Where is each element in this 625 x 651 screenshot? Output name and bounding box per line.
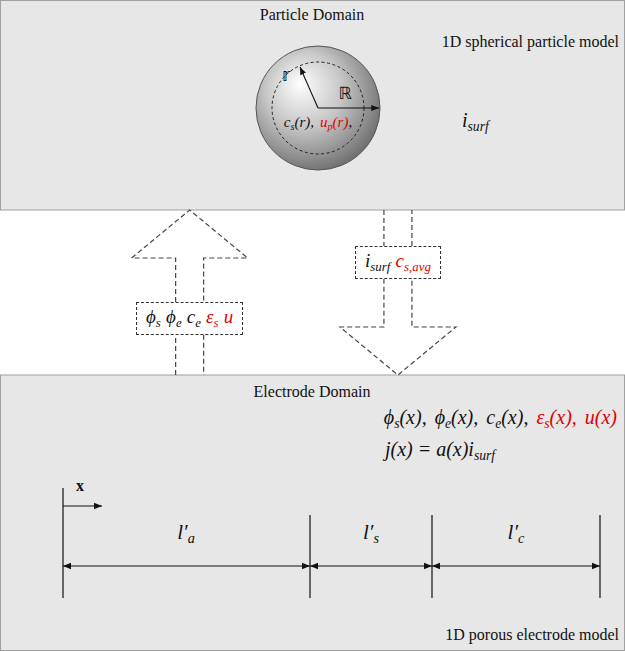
transfer-arrow bbox=[340, 279, 456, 375]
length-label-line: l′c bbox=[508, 522, 525, 546]
radius-symbol-line: ℝ bbox=[338, 85, 351, 102]
length-label: c bbox=[518, 530, 524, 546]
coupling-variables: e bbox=[195, 315, 201, 330]
coupling-variables: c bbox=[187, 306, 195, 327]
field-variables-line: ϕs(x),ϕe(x),ce(x),εs(x),u(x) bbox=[384, 407, 617, 431]
domain-panel-ground bbox=[1, 375, 625, 651]
particle-variables: s bbox=[290, 121, 294, 132]
field-variables: e bbox=[445, 416, 451, 431]
radius-arrow bbox=[300, 67, 318, 108]
transfer-arrow bbox=[132, 210, 248, 302]
domain-title: Electrode Domain bbox=[254, 383, 371, 400]
boundary-line bbox=[309, 515, 310, 598]
coupling-variables: i bbox=[365, 250, 370, 271]
particle-variables: (r) bbox=[333, 114, 349, 130]
coupling-variables: u bbox=[224, 306, 234, 327]
length-label-line: l′a bbox=[177, 522, 195, 546]
radius-symbol: 𝕣 bbox=[282, 65, 290, 85]
field-variables: (x), bbox=[451, 406, 478, 428]
flux-symbol-line: isurf bbox=[462, 110, 489, 134]
model-label-line: 1D porous electrode model bbox=[445, 627, 619, 643]
field-variables: (x), bbox=[501, 406, 528, 428]
coupling-variables: c bbox=[396, 250, 404, 271]
model-label: 1D spherical particle model bbox=[442, 33, 619, 50]
coupling-variables: ϕ bbox=[146, 306, 156, 327]
field-variables: ϕ bbox=[435, 406, 445, 428]
flux-equation: surf bbox=[474, 448, 495, 463]
field-variables: u(x) bbox=[585, 406, 617, 428]
dimension-line bbox=[310, 565, 432, 566]
transfer-arrow bbox=[384, 210, 412, 246]
coupling-variables-line: ϕsϕeceεsu bbox=[146, 307, 233, 330]
flux-equation: j(x) = a(x)i bbox=[385, 438, 474, 460]
field-variables: (x), bbox=[399, 406, 426, 428]
length-label: s bbox=[373, 530, 379, 546]
dimension-line bbox=[63, 565, 310, 566]
domain-panel: Particle Domain 1D spherical particle mod… bbox=[0, 0, 625, 210]
length-label: l′ bbox=[177, 520, 187, 544]
domain-panel-ground bbox=[1, 1, 625, 211]
particle-drawing bbox=[255, 45, 381, 171]
radius-symbol: ℝ bbox=[338, 83, 351, 103]
particle-variables: p bbox=[328, 121, 333, 132]
particle-variables: c bbox=[284, 114, 291, 130]
boundary-line bbox=[62, 488, 63, 598]
model-label: 1D porous electrode model bbox=[445, 626, 619, 643]
coupling-variables: s bbox=[214, 315, 219, 330]
radius-arrow bbox=[318, 107, 379, 108]
field-variables: ε bbox=[536, 406, 544, 428]
particle-variables-line: cs(r),up(r), bbox=[284, 115, 352, 132]
transfer-box: isurfcs,avg bbox=[355, 246, 441, 279]
field-variables: c bbox=[486, 406, 495, 428]
field-variables: s bbox=[544, 416, 549, 431]
domain-title-line: Electrode Domain bbox=[254, 384, 371, 400]
domain-panel: Electrode Domainϕs(x),ϕe(x),ce(x),εs(x),… bbox=[0, 375, 625, 651]
boundary-line bbox=[431, 515, 432, 598]
flux-equation-line: j(x) = a(x)isurf bbox=[385, 439, 495, 463]
particle-variables: (r), bbox=[294, 114, 314, 130]
model-label-line: 1D spherical particle model bbox=[442, 34, 619, 50]
radius-symbol-line: 𝕣 bbox=[282, 67, 290, 84]
transfer-arrow bbox=[176, 335, 204, 375]
length-label: l′ bbox=[363, 520, 373, 544]
coupling-variables-line: isurfcs,avg bbox=[365, 251, 431, 274]
particle-variables: , bbox=[348, 114, 352, 130]
field-variables: (x), bbox=[550, 406, 577, 428]
flux-symbol: i bbox=[462, 109, 468, 131]
electrode-dimensions bbox=[63, 488, 600, 598]
particle-circle: 𝕣ℝcs(r),up(r), bbox=[255, 45, 381, 171]
field-variables: s bbox=[394, 416, 399, 431]
domain-title: Particle Domain bbox=[260, 6, 364, 23]
field-variables: ϕ bbox=[384, 406, 394, 428]
coupling-variables: e bbox=[176, 315, 182, 330]
particle-variables: u bbox=[320, 114, 328, 130]
boundary-line bbox=[599, 515, 600, 598]
coupling-variables: s bbox=[156, 315, 161, 330]
axis-arrow bbox=[63, 505, 102, 506]
coupling-variables: surf bbox=[370, 259, 390, 274]
dimension-line bbox=[432, 565, 600, 566]
length-label-line: l′s bbox=[363, 522, 379, 546]
coupling-variables: s,avg bbox=[404, 259, 431, 274]
axis-label-line: x bbox=[76, 478, 84, 494]
length-label: a bbox=[188, 530, 195, 546]
axis-label: x bbox=[76, 477, 84, 494]
coupling-variables: ϕ bbox=[166, 306, 176, 327]
length-label: l′ bbox=[508, 520, 518, 544]
coupling-variables: ε bbox=[206, 306, 214, 327]
particle-sphere bbox=[256, 46, 380, 170]
flux-symbol: surf bbox=[468, 119, 489, 134]
field-variables: e bbox=[495, 416, 501, 431]
domain-title-line: Particle Domain bbox=[260, 7, 364, 23]
transfer-box: ϕsϕeceεsu bbox=[136, 302, 243, 335]
